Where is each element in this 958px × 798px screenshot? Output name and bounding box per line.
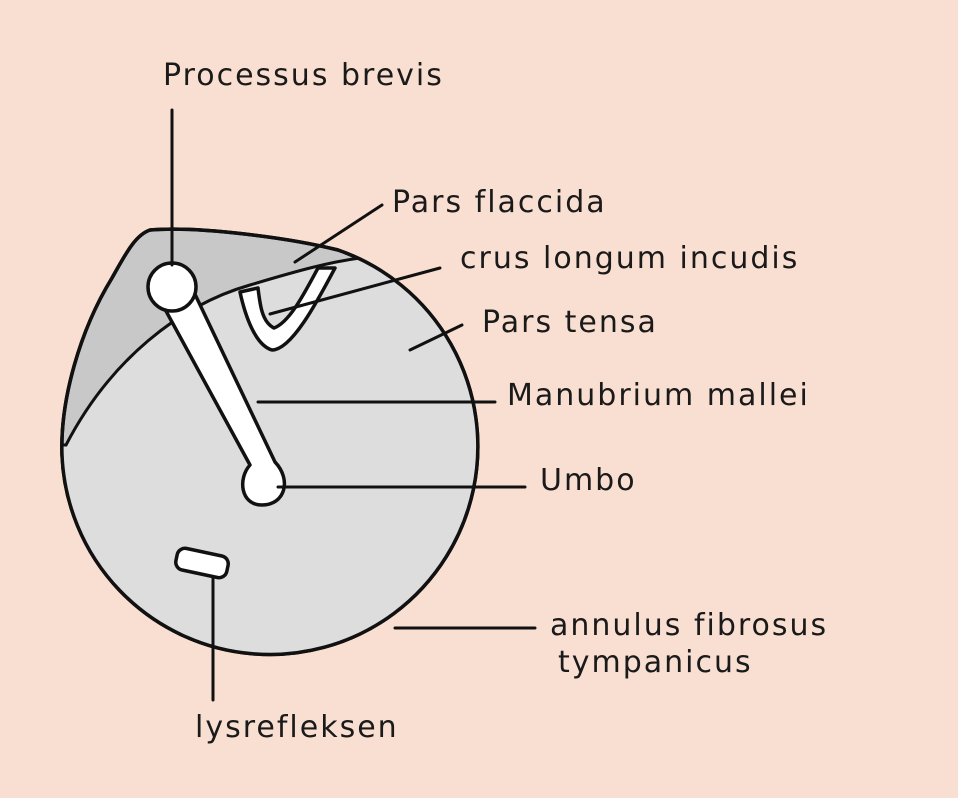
- label-annulus-line1: annulus fibrosus: [550, 608, 828, 643]
- light-reflex-shape: [174, 546, 230, 580]
- label-annulus-line2: tympanicus: [558, 645, 753, 680]
- label-manubrium-mallei: Manubrium mallei: [507, 378, 810, 413]
- leader-crus-longum: [268, 266, 442, 316]
- manubrium-mallei-shape: [158, 286, 287, 507]
- label-umbo: Umbo: [540, 463, 637, 498]
- leader-pars-flaccida: [293, 203, 384, 264]
- crus-longum-incudis-shape: [238, 266, 337, 352]
- leader-pars-tensa: [408, 323, 464, 352]
- label-lysrefleksen: lysrefleksen: [195, 710, 399, 745]
- label-processus-brevis: Processus brevis: [163, 58, 444, 93]
- label-pars-flaccida: Pars flaccida: [392, 185, 607, 220]
- label-pars-tensa: Pars tensa: [482, 305, 658, 340]
- processus-brevis-shape: [146, 261, 198, 313]
- label-crus-longum-incudis: crus longum incudis: [460, 241, 799, 276]
